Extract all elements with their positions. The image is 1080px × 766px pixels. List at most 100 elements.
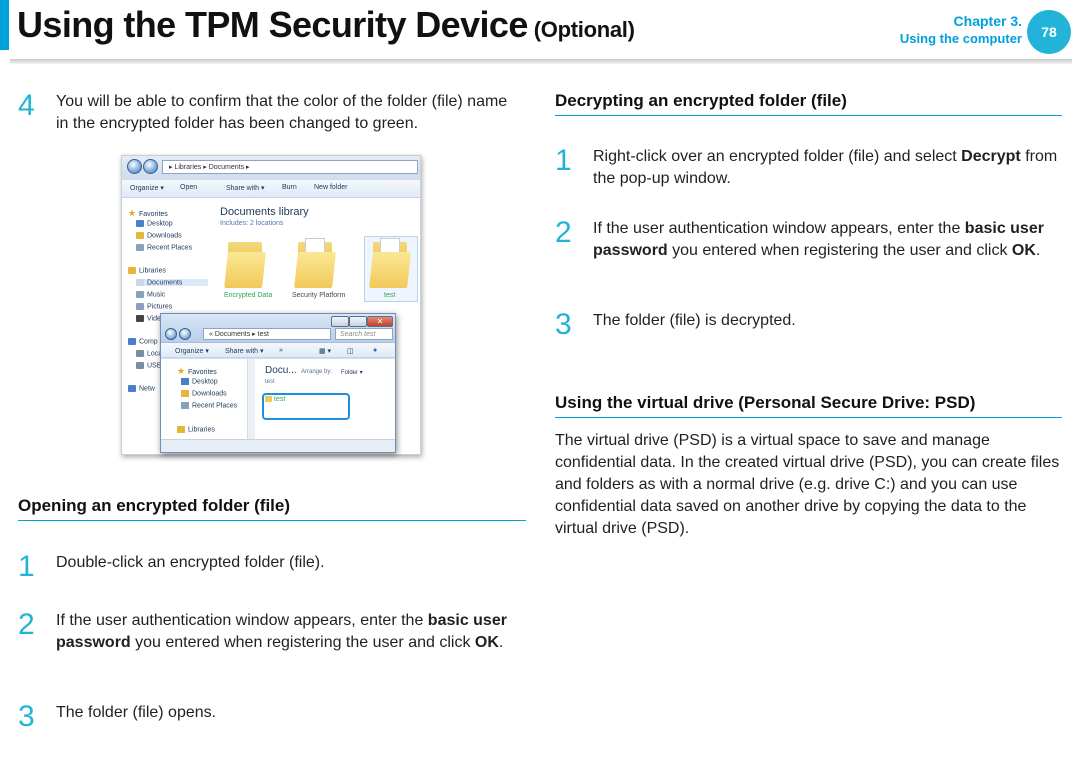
sidebar-item-computer: Comp <box>128 338 158 345</box>
sidebar-item-pictures: Pictures <box>136 303 172 310</box>
toolbar-open: Open <box>180 184 198 191</box>
star-icon: ★ <box>128 208 137 218</box>
step-text: If the user authentication window appear… <box>56 612 507 651</box>
forward-icon <box>143 159 158 174</box>
sidebar-item-downloads: Downloads <box>181 390 227 397</box>
toolbar-organize: Organize ▾ <box>130 185 164 192</box>
section-heading-psd: Using the virtual drive (Personal Secure… <box>555 393 1062 418</box>
folder-icon <box>294 238 336 288</box>
step-text: Right-click over an encrypted folder (fi… <box>593 148 1058 187</box>
inner-content: Docu... Arrange by: Folder ▾ test test <box>255 359 395 439</box>
horizontal-scrollbar <box>161 439 395 452</box>
open-step-1: 1 Double-click an encrypted folder (file… <box>18 552 518 582</box>
step-number: 3 <box>18 700 35 733</box>
step-text: If the user authentication window appear… <box>593 220 1044 259</box>
sidebar-item-network: Netw <box>128 385 155 392</box>
library-subtitle: Includes: 2 locations <box>220 220 284 227</box>
inner-address: « Documents ▸ test <box>203 328 331 340</box>
explorer-address-bar: ▸ Libraries ▸ Documents ▸ <box>122 156 420 180</box>
library-icon <box>128 267 136 274</box>
folder-label-security: Security Platform <box>292 292 346 299</box>
folder-label-encrypted: Encrypted Data <box>224 292 273 299</box>
sidebar-item-recent: Recent Places <box>136 244 192 251</box>
views-icon: ▦ ▾ <box>319 348 332 355</box>
content-title: Docu... <box>265 365 297 376</box>
inner-sidebar: ★Favorites Desktop Downloads Recent Plac… <box>161 359 247 439</box>
decrypt-step-2: 2 If the user authentication window appe… <box>555 218 1065 288</box>
sidebar-item-documents: Documents <box>136 279 208 287</box>
step-number: 1 <box>18 550 35 583</box>
sidebar-item-desktop: Desktop <box>181 378 218 385</box>
step-number: 4 <box>18 89 35 122</box>
toolbar-burn: Burn <box>282 184 297 191</box>
step-number: 1 <box>555 144 572 177</box>
help-icon: ● <box>373 347 378 354</box>
arrange-value: Folder ▾ <box>341 370 363 376</box>
sidebar-item-music: Music <box>136 291 165 298</box>
drive-icon <box>136 350 144 357</box>
desktop-icon <box>181 378 189 385</box>
decrypt-step-3: 3 The folder (file) is decrypted. <box>555 310 1065 340</box>
desktop-icon <box>136 220 144 227</box>
content-subtitle: test <box>265 379 275 385</box>
explorer-toolbar: Organize ▾ Open Share with ▾ Burn New fo… <box>122 180 420 198</box>
step-number: 2 <box>555 216 572 249</box>
recent-icon <box>136 244 144 251</box>
maximize-icon <box>349 316 367 327</box>
folder-icon <box>224 238 266 288</box>
inner-toolbar: Organize ▾ Share with ▾ » ▦ ▾ ◫ ● <box>161 342 395 358</box>
document-icon <box>136 279 144 286</box>
toolbar-more: » <box>279 347 283 354</box>
folder-icon <box>136 232 144 239</box>
page-number-badge: 78 <box>1027 10 1071 54</box>
sidebar-item-libraries: Libraries <box>128 267 166 274</box>
decrypt-step-1: 1 Right-click over an encrypted folder (… <box>555 146 1065 196</box>
section-heading-open: Opening an encrypted folder (file) <box>18 496 526 521</box>
back-icon <box>127 159 142 174</box>
music-icon <box>136 291 144 298</box>
sidebar-item-usb: USB <box>136 362 161 369</box>
folder-label-test: test <box>384 292 396 299</box>
step-text: You will be able to confirm that the col… <box>56 93 508 132</box>
sidebar-item-downloads: Downloads <box>136 232 182 239</box>
window-titlebar: ✕ « Documents ▸ test Search test <box>161 314 395 342</box>
arrange-label: Arrange by: <box>301 369 333 375</box>
video-icon <box>136 315 144 322</box>
sidebar-item-recent: Recent Places <box>181 402 237 409</box>
sidebar-item-videos: Vide <box>136 315 161 322</box>
folder-icon <box>265 396 272 403</box>
psd-description: The virtual drive (PSD) is a virtual spa… <box>555 432 1060 537</box>
network-icon <box>128 385 136 392</box>
sidebar-item-desktop: Desktop <box>136 220 173 227</box>
toolbar-share: Share with ▾ <box>226 185 265 192</box>
sidebar-scrollbar <box>247 359 255 439</box>
chapter-number: Chapter 3. <box>953 13 1022 29</box>
sidebar-item-local-disk: Loca <box>136 350 162 357</box>
section-heading-decrypt: Decrypting an encrypted folder (file) <box>555 91 1062 116</box>
highlight-box <box>262 393 350 420</box>
inner-search: Search test <box>335 328 393 340</box>
header-divider <box>10 59 1072 64</box>
step-text: The folder (file) is decrypted. <box>593 312 796 329</box>
accent-bar <box>0 0 9 50</box>
step-4: 4 You will be able to confirm that the c… <box>18 91 518 141</box>
library-icon <box>177 426 185 433</box>
preview-pane-icon: ◫ <box>347 348 354 355</box>
step-number: 3 <box>555 308 572 341</box>
sidebar-item-libraries: Libraries <box>177 426 215 433</box>
open-step-3: 3 The folder (file) opens. <box>18 702 518 732</box>
step-number: 2 <box>18 608 35 641</box>
pictures-icon <box>136 303 144 310</box>
sidebar-item-favorites: ★Favorites <box>177 366 217 376</box>
step-text: Double-click an encrypted folder (file). <box>56 554 325 571</box>
explorer-window-test: ✕ « Documents ▸ test Search test Organiz… <box>160 313 396 453</box>
minimize-icon <box>331 316 349 327</box>
explorer-address: ▸ Libraries ▸ Documents ▸ <box>162 160 418 174</box>
open-step-2: 2 If the user authentication window appe… <box>18 610 518 680</box>
toolbar-new-folder: New folder <box>314 184 348 191</box>
usb-icon <box>136 362 144 369</box>
sidebar-item-favorites: ★Favorites <box>128 208 168 218</box>
forward-icon <box>179 328 191 340</box>
recent-icon <box>181 402 189 409</box>
toolbar-share: Share with ▾ <box>225 348 264 355</box>
